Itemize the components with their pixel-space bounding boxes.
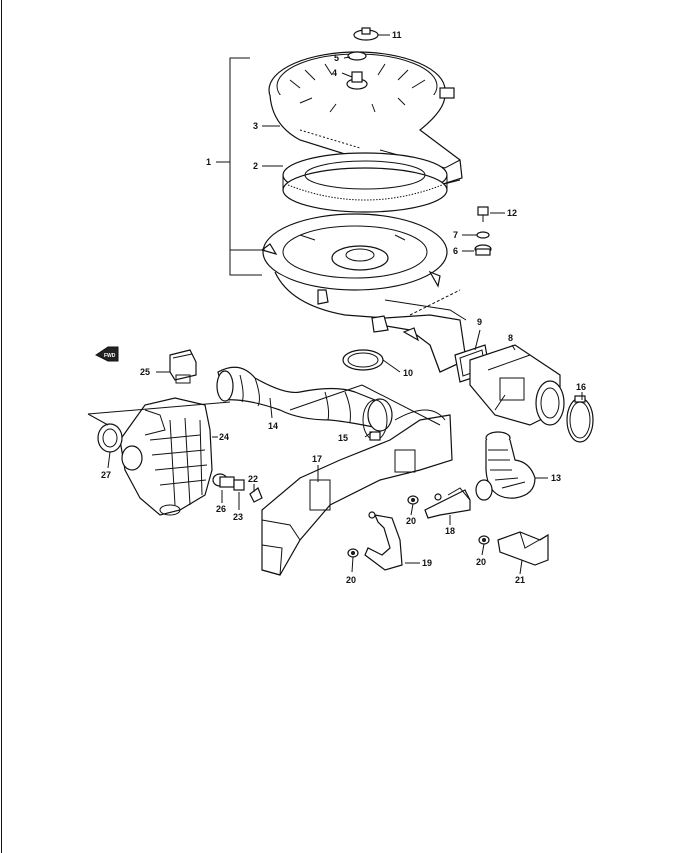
callout-23: 23 xyxy=(233,512,243,522)
bracket-long xyxy=(364,511,403,571)
hose-clamp-small xyxy=(362,399,388,441)
callout-labels: 1 2 3 4 5 6 7 8 9 10 11 12 13 14 15 16 1… xyxy=(101,30,586,585)
callout-17: 17 xyxy=(312,454,322,464)
intake-duct xyxy=(469,344,565,426)
callout-21: 21 xyxy=(515,575,525,585)
bracket-side xyxy=(497,531,549,566)
callout-19: 19 xyxy=(422,558,432,568)
mount-grommet xyxy=(212,473,235,488)
wing-nut xyxy=(346,71,368,90)
bracket xyxy=(424,487,471,519)
callout-16: 16 xyxy=(576,382,586,392)
air-duct xyxy=(261,409,453,576)
air-cleaner-case xyxy=(260,213,467,373)
callout-3: 3 xyxy=(253,121,258,131)
callout-18: 18 xyxy=(445,526,455,536)
cap-nut xyxy=(353,27,379,41)
callout-13: 13 xyxy=(551,473,561,483)
fwd-label: FWD xyxy=(104,353,116,359)
grommet xyxy=(474,244,492,256)
front-direction-arrow: FWD xyxy=(95,346,119,362)
callout-12: 12 xyxy=(507,208,517,218)
callout-22: 22 xyxy=(248,474,258,484)
seal-ring xyxy=(342,349,384,371)
washer-small xyxy=(476,231,490,239)
bolt-20a xyxy=(407,495,419,505)
bolt-20b xyxy=(347,548,359,558)
bolt-20c xyxy=(478,535,490,545)
washer xyxy=(347,51,367,61)
callout-9: 9 xyxy=(477,317,482,327)
callout-7: 7 xyxy=(453,230,458,240)
resonator-cap xyxy=(169,349,197,384)
callout-8: 8 xyxy=(508,333,513,343)
callout-11: 11 xyxy=(392,30,402,40)
callout-20a: 20 xyxy=(406,516,416,526)
leader-lines xyxy=(87,34,583,575)
callout-20c: 20 xyxy=(476,557,486,567)
hose-clamp xyxy=(566,395,594,443)
resonator-seal xyxy=(97,423,123,453)
filter-element xyxy=(282,152,448,213)
callout-6: 6 xyxy=(453,246,458,256)
callout-20b: 20 xyxy=(346,575,356,585)
callout-10: 10 xyxy=(403,368,413,378)
callout-26: 26 xyxy=(216,504,226,514)
corrugated-hose xyxy=(475,431,536,501)
intake-hose xyxy=(216,366,393,432)
resonator xyxy=(119,397,213,516)
collar xyxy=(233,479,245,491)
callout-5: 5 xyxy=(334,53,339,63)
callout-1: 1 xyxy=(206,157,211,167)
clip xyxy=(249,487,263,503)
callout-24: 24 xyxy=(219,432,229,442)
callout-15: 15 xyxy=(338,433,348,443)
callout-4: 4 xyxy=(332,68,337,78)
callout-14: 14 xyxy=(268,421,278,431)
callout-25: 25 xyxy=(140,367,150,377)
bolt xyxy=(477,206,489,222)
callout-2: 2 xyxy=(253,161,258,171)
callout-27: 27 xyxy=(101,470,111,480)
